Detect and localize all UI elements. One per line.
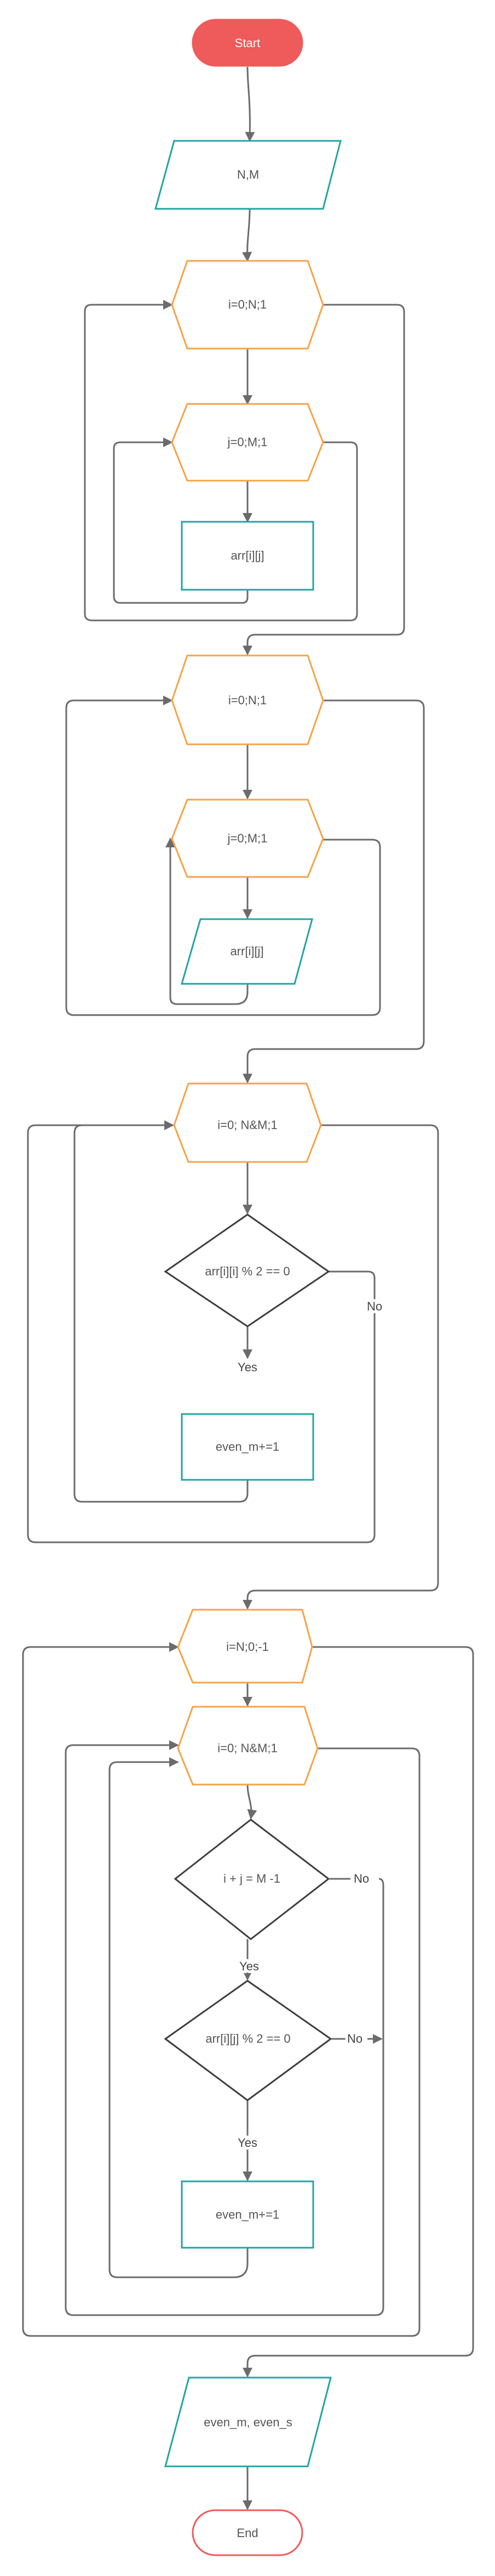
print-arr-node[interactable]: arr[i][j]: [181, 918, 313, 985]
loop1-i-label: i=0;N;1: [228, 298, 267, 311]
print-arr-shape: [181, 918, 313, 985]
inc-even-main-node[interactable]: even_m+=1: [181, 1413, 314, 1481]
cond-side-even-shape: [164, 1980, 332, 2101]
connectors: [22, 66, 474, 2510]
connector-inc-back-to-loop3: [73, 1120, 249, 1503]
edge-label-yes-3: Yes: [238, 2136, 257, 2150]
end-label: End: [237, 2526, 258, 2540]
inc-even-main-shape: [181, 1413, 314, 1481]
loop1-j-node[interactable]: j=0;M;1: [171, 403, 324, 482]
input-nm-shape: [154, 140, 342, 210]
loop2-i-label: i=0;N;1: [228, 693, 267, 707]
output-shape: [164, 2376, 332, 2467]
read-arr-label: arr[i][j]: [231, 549, 264, 562]
connector-loop1j-back-to-loop1i: [84, 300, 358, 622]
edge-label-yes-2: Yes: [239, 1959, 259, 1973]
cond-side-diag-shape: [174, 1819, 330, 1940]
loop4-j-label: i=0; N&M;1: [217, 1741, 277, 1755]
output-node[interactable]: even_m, even_s: [164, 2376, 332, 2467]
edge-label-no-2: No: [354, 1872, 369, 1885]
read-arr-shape: [181, 521, 314, 591]
loop1-i-node[interactable]: i=0;N;1: [171, 260, 324, 350]
end-shape: [192, 2509, 303, 2556]
inc-even-side-shape: [181, 2180, 314, 2249]
connector-cond-side-no-to-loop4j: [65, 1740, 384, 2316]
connector-loop2-exit-to-loop3: [243, 699, 425, 1084]
inc-even-side-label: even_m+=1: [216, 2208, 279, 2221]
cond-main-even-label: arr[i][i] % 2 == 0: [205, 1264, 290, 1278]
connector-input-to-loop1: [242, 208, 252, 262]
edge-label-no-1: No: [367, 1300, 382, 1313]
inc-even-main-label: even_m+=1: [216, 1440, 279, 1454]
input-nm-label: N,M: [237, 168, 259, 181]
connector-print-back-to-loop2j: [165, 837, 249, 1005]
cond-side-even-node[interactable]: arr[i][j] % 2 == 0: [164, 1980, 332, 2101]
start-label: Start: [235, 36, 260, 50]
edge-label-no-3: No: [347, 2032, 362, 2045]
end-terminal[interactable]: End: [192, 2509, 303, 2556]
read-arr-node[interactable]: arr[i][j]: [181, 521, 314, 591]
cond-side-diag-label: i + j = M -1: [223, 1872, 280, 1885]
edge-label-yes-1: Yes: [238, 1360, 257, 1374]
loop3-i-label: i=0; N&M;1: [217, 1118, 277, 1132]
loop1-i-shape: [171, 260, 324, 350]
loop1-j-shape: [171, 403, 324, 482]
connector-cond-no-back-to-loop3: [27, 1120, 376, 1543]
cond-main-even-node[interactable]: arr[i][i] % 2 == 0: [164, 1213, 330, 1327]
loop4-i-node[interactable]: i=N;0;-1: [177, 1609, 313, 1684]
connector-loop3-exit-to-loop4: [243, 1124, 439, 1610]
connector-loop4-exit-to-output: [243, 1646, 474, 2378]
print-arr-label: arr[i][j]: [230, 944, 263, 958]
connector-inc-side-back-to-loop4j: [108, 1757, 249, 2278]
loop4-j-node[interactable]: i=0; N&M;1: [177, 1706, 319, 1786]
connector-loop2j-back-to-loop2i: [65, 696, 381, 1016]
loop3-i-shape: [173, 1082, 322, 1163]
cond-side-diag-node[interactable]: i + j = M -1: [174, 1819, 330, 1940]
cond-side-even-label: arr[i][j] % 2 == 0: [205, 2032, 290, 2045]
cond-main-even-shape: [164, 1213, 330, 1327]
loop4-i-shape: [177, 1609, 313, 1684]
connector-loop4j-to-cond-side: [246, 1784, 257, 1820]
loop2-i-shape: [171, 654, 324, 745]
loop2-j-shape: [171, 799, 324, 878]
loop2-j-label: j=0;M;1: [227, 831, 268, 845]
output-label: even_m, even_s: [204, 2415, 292, 2429]
inc-even-side-node[interactable]: even_m+=1: [181, 2180, 314, 2249]
start-terminal[interactable]: Start: [192, 19, 303, 67]
loop2-i-node[interactable]: i=0;N;1: [171, 654, 324, 745]
connector-start-to-input: [245, 66, 255, 142]
connector-loop1-exit-to-loop2: [243, 304, 405, 656]
loop1-j-label: j=0;M;1: [227, 435, 268, 449]
start-shape: [192, 19, 303, 67]
loop4-j-shape: [177, 1706, 319, 1786]
loop4-i-label: i=N;0;-1: [226, 1640, 269, 1654]
connector-read-back-to-loop1j: [113, 437, 249, 604]
loop3-i-node[interactable]: i=0; N&M;1: [173, 1082, 322, 1163]
connector-loop4j-back-to-loop4i: [22, 1642, 421, 2337]
loop2-j-node[interactable]: j=0;M;1: [171, 799, 324, 878]
input-nm-node[interactable]: N,M: [154, 140, 342, 210]
